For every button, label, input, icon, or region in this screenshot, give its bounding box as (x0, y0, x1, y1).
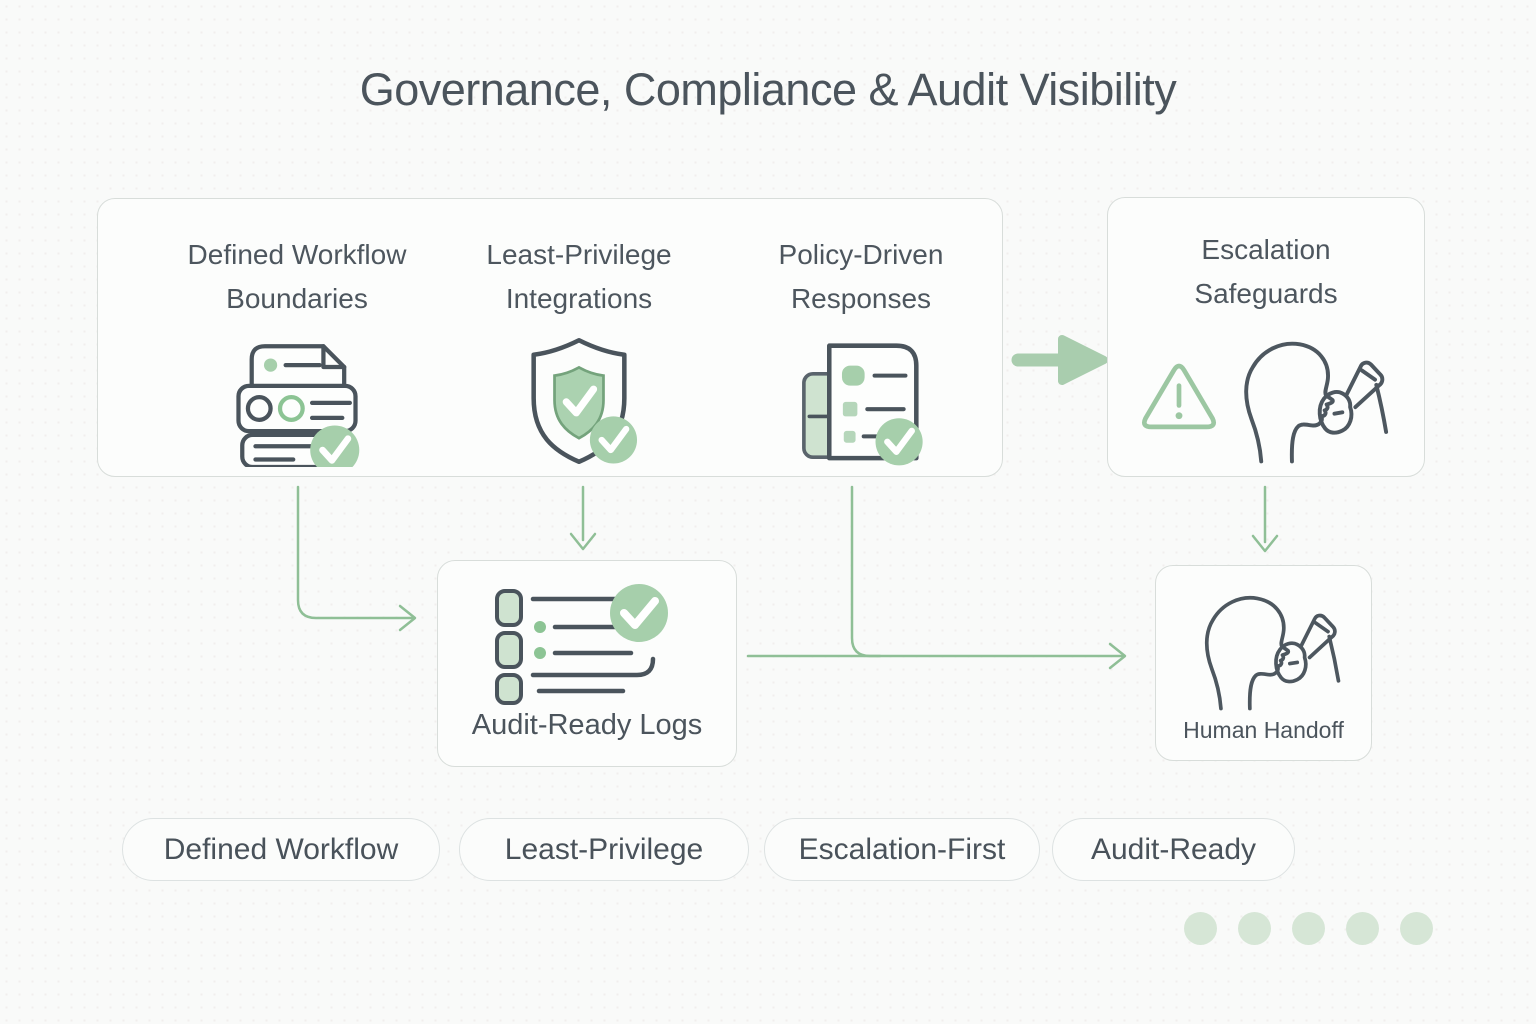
panel-item-defined-workflow: Defined Workflow Boundaries (156, 199, 438, 476)
policy-checklist-check-icon (720, 333, 1002, 469)
progress-dot (1184, 912, 1217, 945)
shield-check-icon (438, 333, 720, 469)
progress-dot (1400, 912, 1433, 945)
person-megaphone-icon (1184, 582, 1344, 712)
audit-card-label: Audit-Ready Logs (471, 709, 703, 741)
audit-ready-logs-card: Audit-Ready Logs (437, 560, 737, 767)
right-arrow-icon (1011, 335, 1108, 385)
escalation-safeguards-card: Escalation Safeguards (1107, 197, 1425, 477)
panel-item-label: Policy-Driven Responses (778, 239, 944, 314)
panel-item-policy-driven: Policy-Driven Responses (720, 199, 1002, 476)
progress-dot (1346, 912, 1379, 945)
progress-dot (1238, 912, 1271, 945)
warning-triangle-icon (1140, 360, 1218, 432)
workflow-document-check-icon (156, 333, 438, 467)
governance-panel: Defined Workflow Boundaries (97, 198, 1003, 477)
person-megaphone-icon (1222, 326, 1392, 466)
handoff-card-label: Human Handoff (1183, 717, 1344, 743)
log-list-check-icon (487, 583, 687, 708)
progress-dot (1292, 912, 1325, 945)
human-handoff-card: Human Handoff (1155, 565, 1372, 761)
panel-item-least-privilege: Least-Privilege Integrations (438, 199, 720, 476)
tag-escalation-first: Escalation-First (764, 818, 1040, 881)
panel-item-label: Defined Workflow Boundaries (187, 239, 407, 314)
tag-audit-ready: Audit-Ready (1052, 818, 1295, 881)
panel-item-label: Least-Privilege Integrations (486, 239, 672, 314)
page-title: Governance, Compliance & Audit Visibilit… (359, 64, 1177, 115)
tag-defined-workflow: Defined Workflow (122, 818, 440, 881)
escalation-card-label: Escalation Safeguards (1194, 234, 1338, 309)
tag-least-privilege: Least-Privilege (459, 818, 749, 881)
